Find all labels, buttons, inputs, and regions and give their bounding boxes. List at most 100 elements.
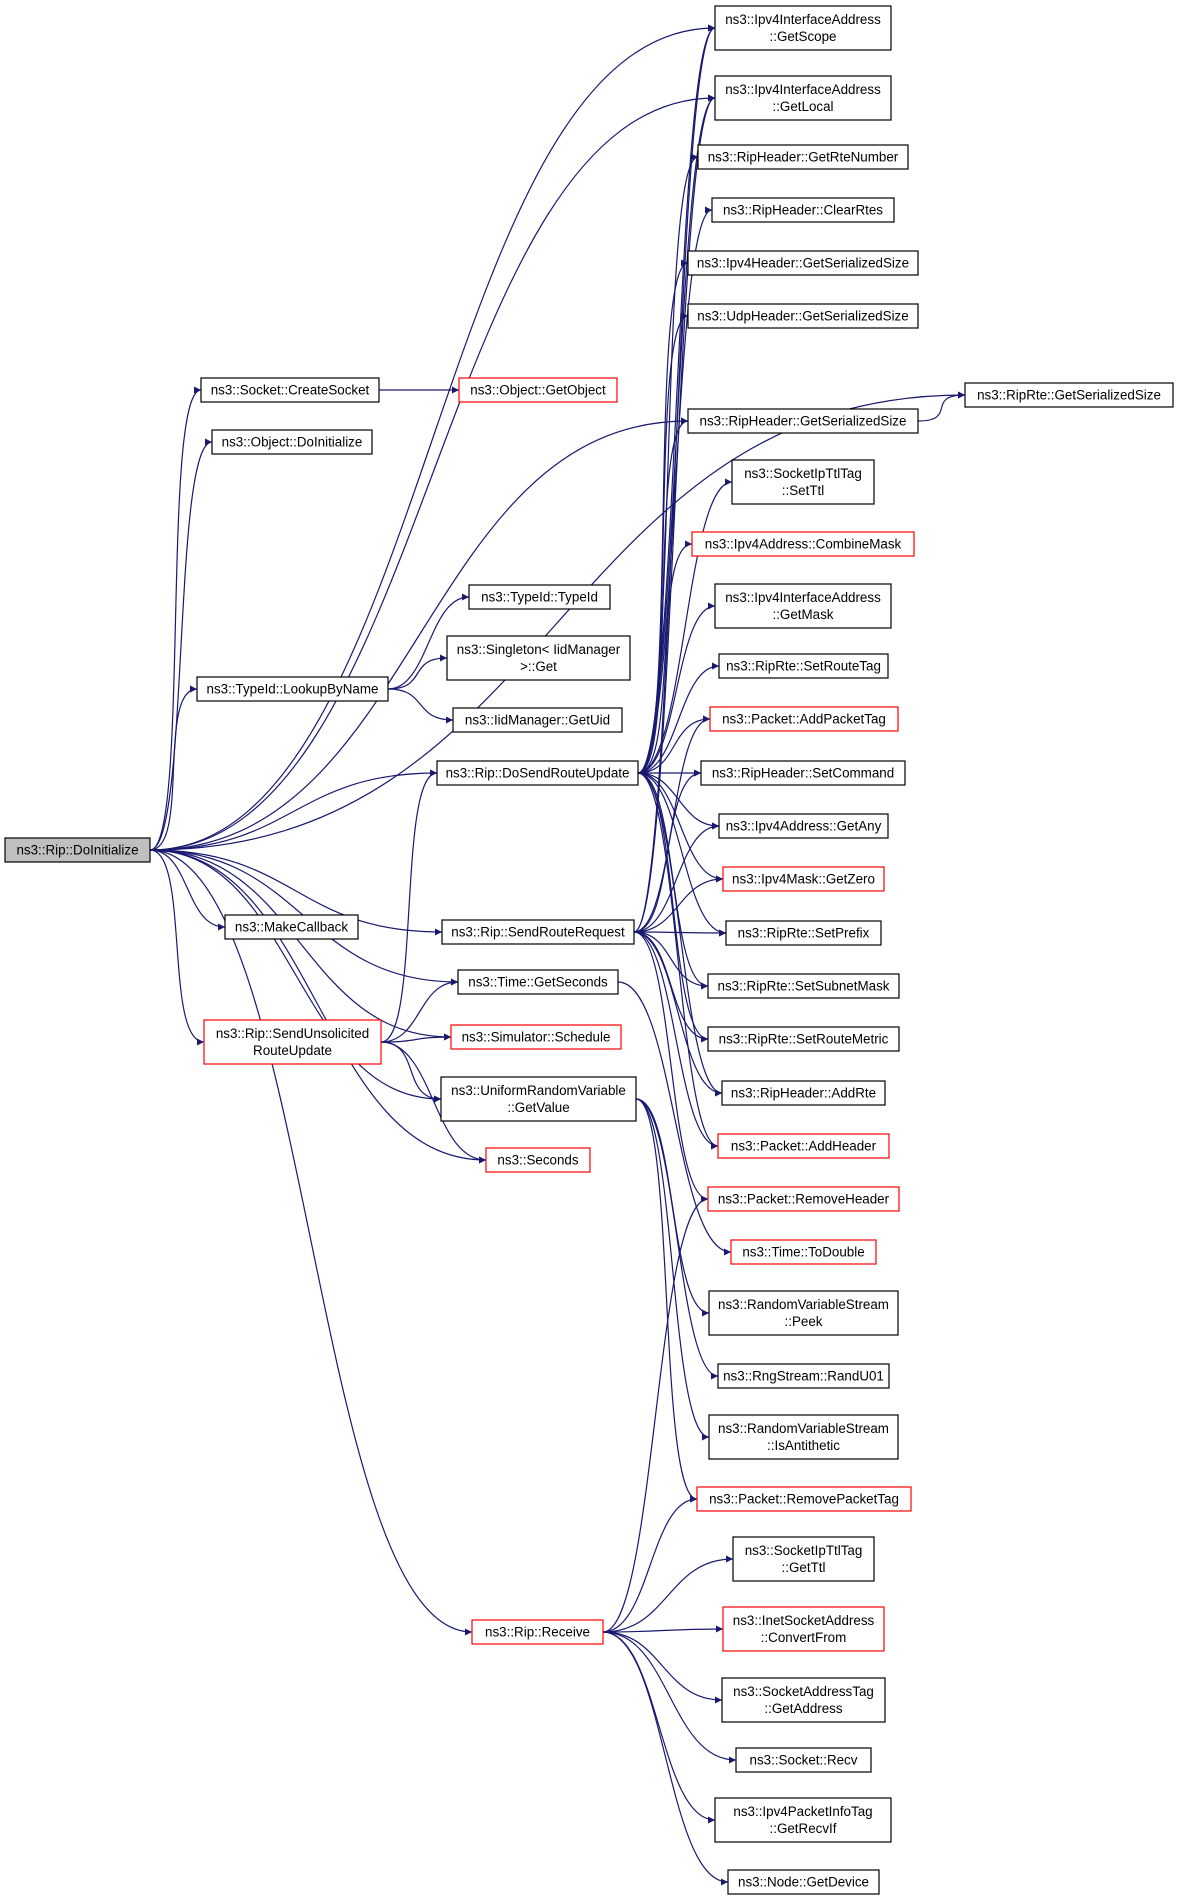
edge-lookupbyname-to-iidgetuid [387,688,454,724]
node-label: ns3::Packet::AddHeader [731,1139,877,1154]
node-label: ::ConvertFrom [761,1630,847,1645]
node-box [471,1619,604,1645]
node-label: ns3::InetSocketAddress [733,1613,875,1628]
node-ns3-socket-createsocket[interactable]: ns3::Socket::CreateSocket [200,377,380,403]
node-ns3-seconds[interactable]: ns3::Seconds [485,1147,591,1173]
node-ns3-node-getdevice[interactable]: ns3::Node::GetDevice [727,1869,880,1895]
node-box [717,1133,890,1159]
node-ns3-ipv4interfaceaddress-getscope[interactable]: ns3::Ipv4InterfaceAddress::GetScope [714,5,892,51]
node-ns3-riprte-setsubnetmask[interactable]: ns3::RipRte::SetSubnetMask [707,973,900,999]
node-label: ns3::MakeCallback [235,920,348,935]
node-ns3-rip-receive[interactable]: ns3::Rip::Receive [471,1619,604,1645]
edge-receive-to-socketrecv [602,1631,737,1764]
node-ns3-rip-sendrouterequest[interactable]: ns3::Rip::SendRouteRequest [441,919,635,945]
edge-doinit-to-receive [149,849,473,1636]
node-ns3-time-todouble[interactable]: ns3::Time::ToDouble [730,1239,877,1265]
node-box [196,676,389,702]
edge-receive-to-nodegetdevice [602,1631,729,1886]
node-box [707,973,900,999]
node-box [721,1677,886,1723]
node-ns3-typeid-typeid[interactable]: ns3::TypeId::TypeId [468,584,611,610]
node-label: ns3::Node::GetDevice [738,1875,869,1890]
node-label: ns3::Packet::RemovePacketTag [709,1492,899,1507]
node-ns3-rip-doinitialize[interactable]: ns3::Rip::DoInitialize [4,837,151,863]
node-ns3-randomvariablestream-isantithetic[interactable]: ns3::RandomVariableStream::IsAntithetic [708,1414,899,1460]
node-ns3-makecallback[interactable]: ns3::MakeCallback [224,914,359,940]
node-ns3-rngstream-randu01[interactable]: ns3::RngStream::RandU01 [717,1363,890,1389]
edge-dosendroute-to-getzero [637,772,724,883]
edge-dosendroute-to-getscope [637,24,716,774]
node-box [707,1026,900,1052]
node-ns3-singleton-iidmanager-get[interactable]: ns3::Singleton< IidManager>::Get [446,635,631,681]
node-box [722,866,885,892]
node-ns3-simulator-schedule[interactable]: ns3::Simulator::Schedule [450,1024,622,1050]
node-ns3-ipv4interfaceaddress-getlocal[interactable]: ns3::Ipv4InterfaceAddress::GetLocal [714,75,892,121]
node-label: ns3::IidManager::GetUid [465,713,610,728]
node-label: ns3::Rip::DoSendRouteUpdate [446,766,630,781]
edge-timegetseconds-to-todouble [617,981,732,1256]
node-ns3-riprte-getserializedsize[interactable]: ns3::RipRte::GetSerializedSize [964,382,1174,408]
node-ns3-ipv4interfaceaddress-getmask[interactable]: ns3::Ipv4InterfaceAddress::GetMask [714,583,892,629]
node-ns3-socketaddresstag-getaddress[interactable]: ns3::SocketAddressTag::GetAddress [721,1677,886,1723]
node-ns3-socketipttltag-setttl[interactable]: ns3::SocketIpTtlTag::SetTtl [731,459,875,505]
node-ns3-ripheader-getserializedsize[interactable]: ns3::RipHeader::GetSerializedSize [687,408,919,434]
edge-receive-to-getrecvif [602,1631,716,1824]
node-ns3-ipv4mask-getzero[interactable]: ns3::Ipv4Mask::GetZero [722,866,885,892]
node-ns3-ripheader-setcommand[interactable]: ns3::RipHeader::SetCommand [700,760,906,786]
node-ns3-packet-addheader[interactable]: ns3::Packet::AddHeader [717,1133,890,1159]
node-ns3-object-doinitialize[interactable]: ns3::Object::DoInitialize [211,429,373,455]
node-box [458,377,618,403]
node-label: ns3::RipRte::SetRouteMetric [719,1032,889,1047]
node-label: ns3::RipRte::SetRouteTag [726,659,881,674]
node-label: ns3::Rip::SendRouteRequest [451,925,625,940]
node-ns3-ripheader-addrte[interactable]: ns3::RipHeader::AddRte [721,1080,886,1106]
node-ns3-ipv4address-combinemask[interactable]: ns3::Ipv4Address::CombineMask [691,531,915,557]
node-box [691,531,915,557]
edge-sendrouterequest-to-getany [633,822,720,933]
node-ns3-time-getseconds[interactable]: ns3::Time::GetSeconds [457,969,619,995]
node-label: ns3::Ipv4Header::GetSerializedSize [697,256,909,271]
node-ns3-inetsocketaddress-convertfrom[interactable]: ns3::InetSocketAddress::ConvertFrom [722,1606,885,1652]
node-label: ns3::Ipv4Address::GetAny [726,819,882,834]
edge-receive-to-convertfrom [602,1625,724,1633]
node-label: ns3::UniformRandomVariable [451,1083,626,1098]
node-ns3-object-getobject[interactable]: ns3::Object::GetObject [458,377,618,403]
node-ns3-ripheader-clearrtes[interactable]: ns3::RipHeader::ClearRtes [711,197,895,223]
node-box [224,914,359,940]
node-box [721,1080,886,1106]
node-box [718,813,889,839]
node-box [731,459,875,505]
node-ns3-socketipttltag-getttl[interactable]: ns3::SocketIpTtlTag::GetTtl [732,1536,875,1582]
node-ns3-riprte-setprefix[interactable]: ns3::RipRte::SetPrefix [725,920,882,946]
node-ns3-ipv4packetinfotag-getrecvif[interactable]: ns3::Ipv4PacketInfoTag::GetRecvIf [714,1797,892,1843]
node-box [697,144,909,170]
edge-urvgetvalue-to-isantithetic [635,1098,710,1441]
node-ns3-riprte-setroutemetric[interactable]: ns3::RipRte::SetRouteMetric [707,1026,900,1052]
edge-doinit-to-getscope [149,24,716,851]
node-ns3-ipv4address-getany[interactable]: ns3::Ipv4Address::GetAny [718,813,889,839]
node-ns3-ipv4header-getserializedsize[interactable]: ns3::Ipv4Header::GetSerializedSize [687,250,919,276]
node-ns3-ripheader-getrtenumber[interactable]: ns3::RipHeader::GetRteNumber [697,144,909,170]
node-box [211,429,373,455]
node-ns3-riprte-setroutetag[interactable]: ns3::RipRte::SetRouteTag [718,653,889,679]
node-ns3-randomvariablestream-peek[interactable]: ns3::RandomVariableStream::Peek [708,1290,899,1336]
node-label: ns3::RipRte::SetSubnetMask [718,979,890,994]
node-ns3-packet-removeheader[interactable]: ns3::Packet::RemoveHeader [707,1186,900,1212]
node-box [450,1024,622,1050]
edge-dosendroute-to-addheader [637,772,719,1150]
node-ns3-uniformrandomvariable-getvalue[interactable]: ns3::UniformRandomVariable::GetValue [440,1076,637,1122]
node-label: ns3::Packet::AddPacketTag [722,712,886,727]
node-label: ns3::Simulator::Schedule [462,1030,611,1045]
node-ns3-socket-recv[interactable]: ns3::Socket::Recv [735,1747,872,1773]
edge-sendunsolicited-to-timegetseconds [380,978,459,1043]
edge-receive-to-getaddress [602,1631,723,1704]
node-label: ns3::Ipv4InterfaceAddress [725,82,881,97]
node-ns3-packet-removepackettag[interactable]: ns3::Packet::RemovePacketTag [696,1486,912,1512]
node-ns3-iidmanager-getuid[interactable]: ns3::IidManager::GetUid [452,707,623,733]
node-ns3-udpheader-getserializedsize[interactable]: ns3::UdpHeader::GetSerializedSize [687,303,919,329]
node-label: ns3::SocketAddressTag [733,1684,874,1699]
node-ns3-packet-addpackettag[interactable]: ns3::Packet::AddPacketTag [709,706,899,732]
node-ns3-typeid-lookupbyname[interactable]: ns3::TypeId::LookupByName [196,676,389,702]
node-ns3-rip-dosendrouteupdate[interactable]: ns3::Rip::DoSendRouteUpdate [436,760,639,786]
